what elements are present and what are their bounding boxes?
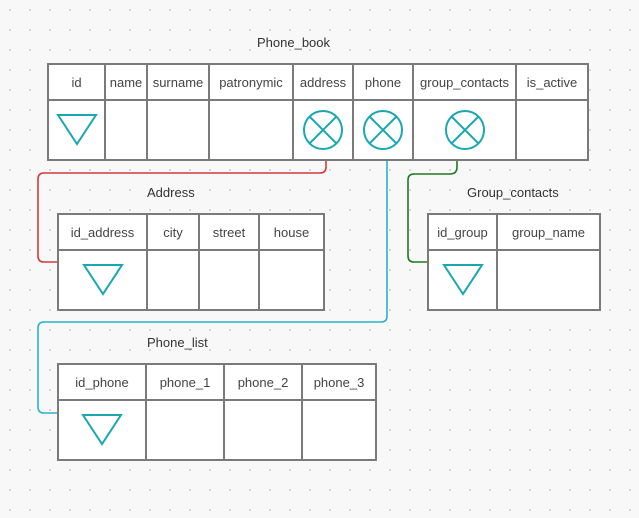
column-is-active[interactable]: is_active [515,63,589,101]
column-house[interactable]: house [258,213,325,251]
column-id-group[interactable]: id_group [427,213,498,251]
cell-group-contacts[interactable] [412,99,517,161]
triangle-down-icon [55,114,98,146]
cell-phone[interactable] [352,99,414,161]
cell-id-phone[interactable] [57,399,147,461]
cell-id[interactable] [47,99,106,161]
cell-patronymic[interactable] [208,99,294,161]
column-street[interactable]: street [198,213,260,251]
cell-id-group[interactable] [427,249,498,311]
cell-phone-1[interactable] [145,399,225,461]
cell-address[interactable] [292,99,354,161]
cell-phone-3[interactable] [301,399,377,461]
address-title: Address [147,185,195,200]
cell-house[interactable] [258,249,325,311]
phone-list-table[interactable]: id_phone phone_1 phone_2 phone_3 [57,363,377,461]
column-patronymic[interactable]: patronymic [208,63,294,101]
column-phone[interactable]: phone [352,63,414,101]
column-name[interactable]: name [104,63,148,101]
column-surname[interactable]: surname [146,63,210,101]
cell-id-address[interactable] [57,249,148,311]
circle-cross-icon [303,110,343,150]
cell-name[interactable] [104,99,148,161]
triangle-down-icon [81,264,124,296]
phone-list-title: Phone_list [147,335,208,350]
column-phone-2[interactable]: phone_2 [223,363,303,401]
cell-street[interactable] [198,249,260,311]
cell-group-name[interactable] [496,249,601,311]
circle-cross-icon [363,110,403,150]
phone-book-table[interactable]: id name surname patronymic address phone… [47,63,589,161]
triangle-down-icon [81,414,123,446]
column-id-phone[interactable]: id_phone [57,363,147,401]
column-group-name[interactable]: group_name [496,213,601,251]
triangle-down-icon [441,264,484,296]
cell-city[interactable] [146,249,200,311]
group-contacts-title: Group_contacts [467,185,559,200]
cell-is-active[interactable] [515,99,589,161]
column-phone-3[interactable]: phone_3 [301,363,377,401]
cell-phone-2[interactable] [223,399,303,461]
phone-book-title: Phone_book [257,35,331,50]
column-city[interactable]: city [146,213,200,251]
address-table[interactable]: id_address city street house [57,213,325,311]
group-contacts-table[interactable]: id_group group_name [427,213,601,311]
column-phone-1[interactable]: phone_1 [145,363,225,401]
column-id[interactable]: id [47,63,106,101]
cell-surname[interactable] [146,99,210,161]
column-group-contacts[interactable]: group_contacts [412,63,517,101]
column-address[interactable]: address [292,63,354,101]
column-id-address[interactable]: id_address [57,213,148,251]
circle-cross-icon [444,110,485,150]
